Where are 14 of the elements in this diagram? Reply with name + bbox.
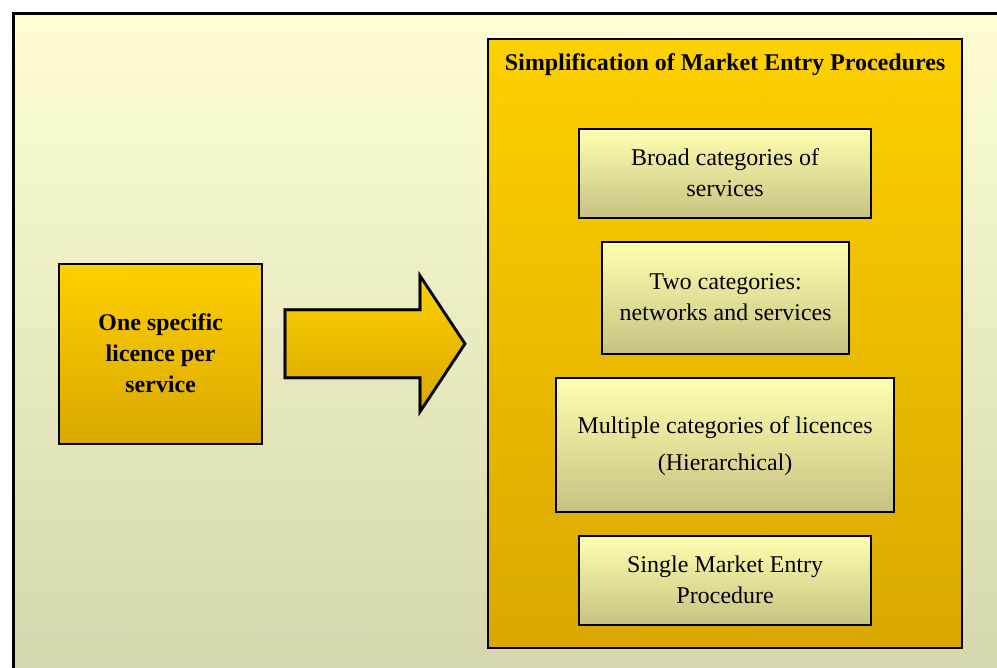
box-text: Multiple categories of licences bbox=[576, 412, 874, 441]
block-arrow bbox=[284, 270, 467, 417]
process-box bbox=[578, 535, 872, 626]
process-box bbox=[578, 128, 872, 219]
box-text: Single Market Entry Procedure bbox=[626, 550, 824, 610]
box-note: (Hierarchical) bbox=[656, 449, 794, 478]
box-text: Broad categories of services bbox=[630, 144, 820, 204]
group-box bbox=[487, 38, 963, 649]
group-title: Simplification of Market Entry Procedures bbox=[504, 49, 946, 78]
process-box bbox=[601, 241, 850, 355]
box-text: Two categories: networks and services bbox=[618, 268, 832, 328]
process-box bbox=[555, 377, 895, 513]
box-text: One specific licence per service bbox=[97, 308, 224, 400]
process-box bbox=[58, 263, 263, 445]
